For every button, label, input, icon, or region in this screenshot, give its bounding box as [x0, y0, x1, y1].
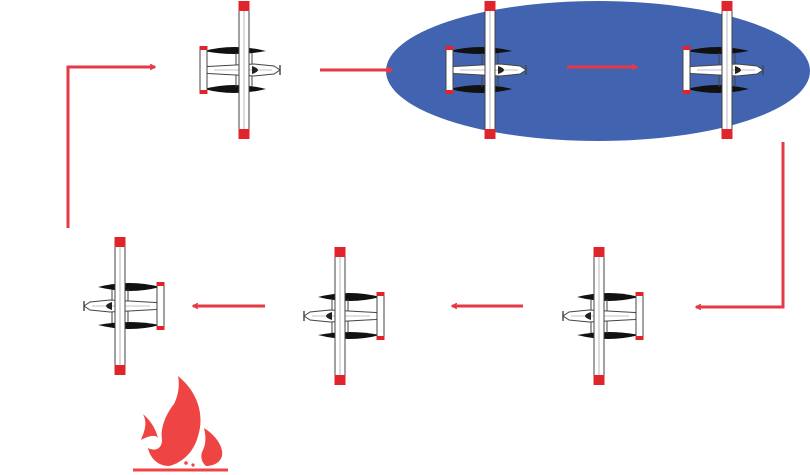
- seaplane-icon: [83, 236, 166, 376]
- seaplane-icon: [303, 246, 386, 386]
- arrow-climb-out: [66, 67, 155, 228]
- fire-icon: [133, 376, 228, 472]
- arrow-turn-back: [696, 142, 785, 307]
- flow-arrows: [66, 67, 785, 307]
- seaplane-icon: [562, 246, 645, 386]
- seaplane-icon: [198, 0, 281, 140]
